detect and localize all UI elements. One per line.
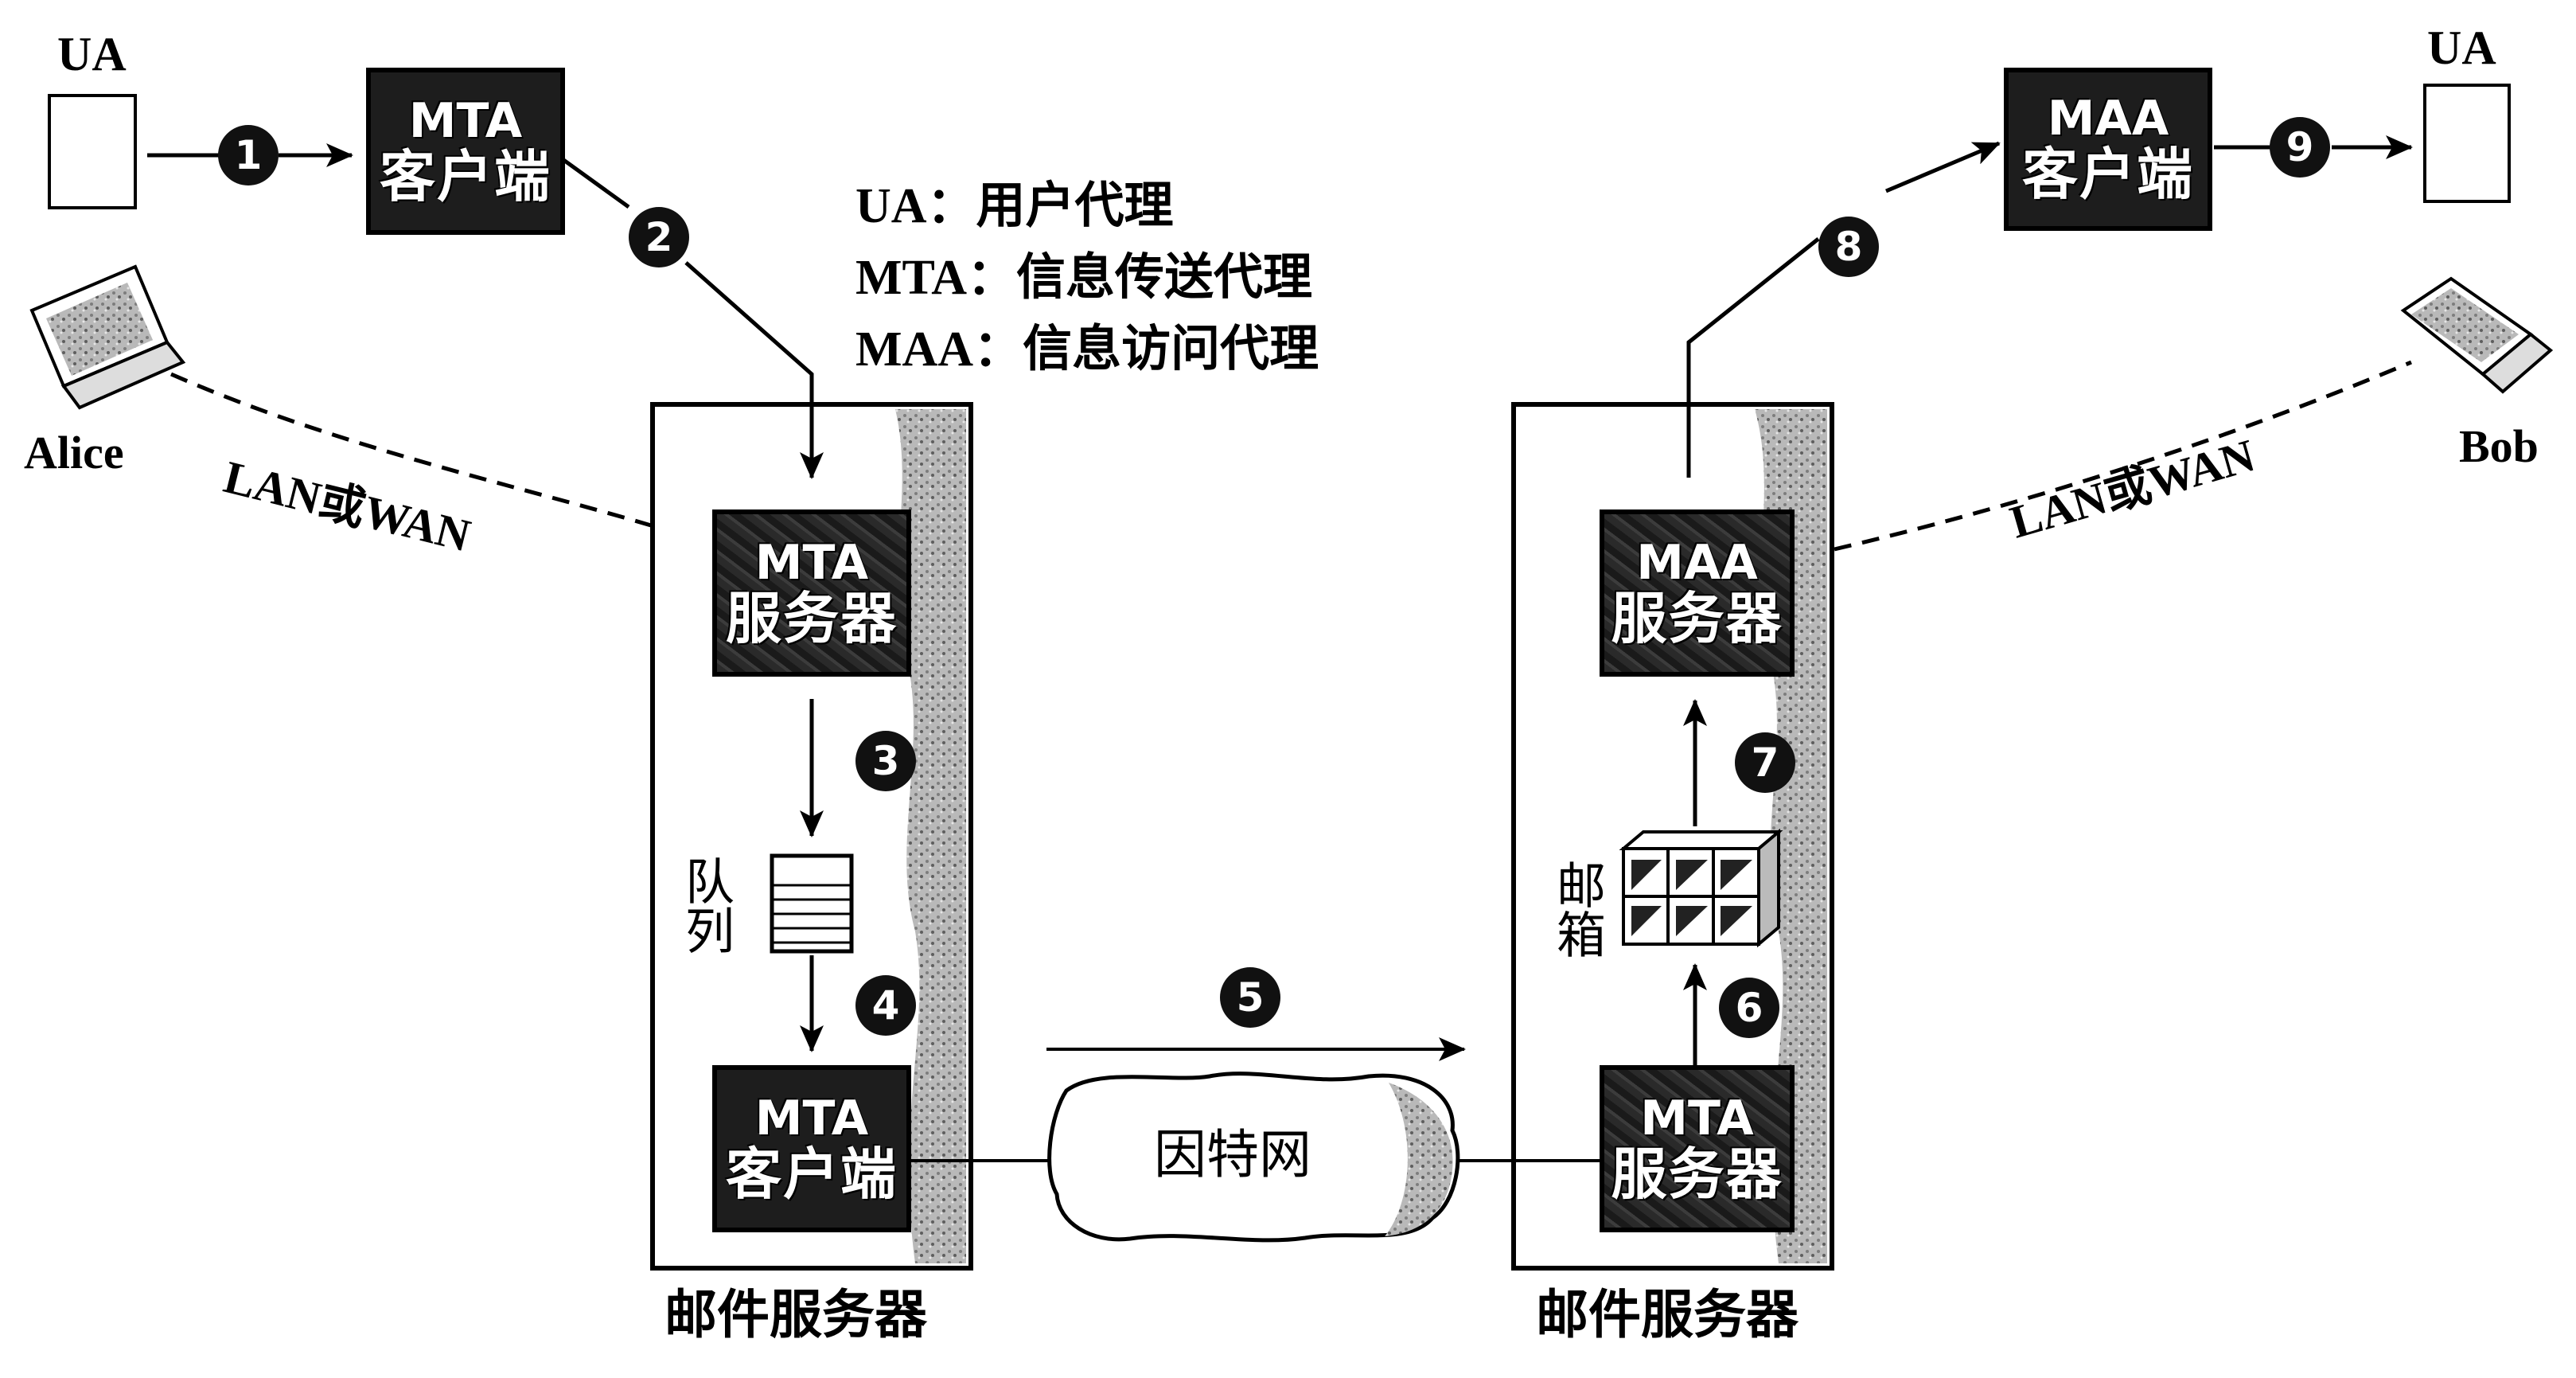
step-8-badge: 8	[1818, 217, 1879, 277]
queue-label: 队列	[676, 856, 735, 954]
maa-client-top-box[interactable]: MAA 客户端	[2004, 68, 2212, 231]
right-maa-server-line1: MAA	[1636, 534, 1758, 591]
mta-client-top-line1: MTA	[408, 92, 523, 149]
left-mta-client-box[interactable]: MTA 客户端	[712, 1065, 911, 1232]
mailbox-icon	[1619, 828, 1783, 948]
queue-icon	[770, 853, 854, 954]
alice-label: Alice	[24, 427, 124, 478]
alice-laptop-icon	[29, 264, 186, 410]
left-mta-client-line2: 客户端	[726, 1141, 898, 1207]
step-9-badge: 9	[2270, 117, 2330, 178]
internet-cloud	[1047, 1072, 1460, 1243]
right-mta-server-line2: 服务器	[1611, 1141, 1783, 1207]
left-mta-server-line2: 服务器	[726, 585, 898, 651]
mta-client-top-box[interactable]: MTA 客户端	[366, 68, 565, 235]
right-maa-server-box[interactable]: MAA 服务器	[1600, 509, 1795, 677]
step-4-badge: 4	[855, 975, 916, 1036]
right-maa-server-line2: 服务器	[1611, 585, 1783, 651]
step-3-badge: 3	[855, 731, 916, 791]
step-6-badge: 6	[1719, 978, 1779, 1038]
step-7-badge: 7	[1735, 732, 1795, 793]
maa-client-top-line2: 客户端	[2022, 142, 2194, 208]
right-ua-document[interactable]	[2423, 84, 2511, 203]
step-1-badge: 1	[218, 125, 279, 185]
right-mta-server-line1: MTA	[1640, 1090, 1754, 1146]
left-server-caption: 邮件服务器	[664, 1286, 927, 1345]
left-mta-client-line1: MTA	[754, 1090, 869, 1146]
right-mta-server-box[interactable]: MTA 服务器	[1600, 1065, 1795, 1232]
mta-client-top-line2: 客户端	[380, 143, 551, 209]
left-ua-document[interactable]	[48, 94, 137, 209]
bob-label: Bob	[2459, 420, 2539, 472]
left-mta-server-box[interactable]: MTA 服务器	[712, 509, 911, 677]
legend-maa: MAA：信息访问代理	[855, 322, 1319, 377]
step-2-badge: 2	[629, 207, 689, 267]
internet-label: 因特网	[1154, 1124, 1311, 1185]
legend-ua: UA：用户代理	[855, 179, 1174, 233]
right-ua-label: UA	[2427, 21, 2496, 74]
left-ua-label: UA	[57, 28, 127, 80]
right-server-caption: 邮件服务器	[1536, 1286, 1799, 1345]
step-5-badge: 5	[1220, 967, 1280, 1028]
legend-mta: MTA：信息传送代理	[855, 251, 1313, 305]
maa-client-top-line1: MAA	[2047, 91, 2169, 147]
left-mta-server-line1: MTA	[754, 534, 869, 591]
bob-laptop-icon	[2400, 276, 2554, 394]
mailbox-label: 邮箱	[1548, 860, 1606, 958]
